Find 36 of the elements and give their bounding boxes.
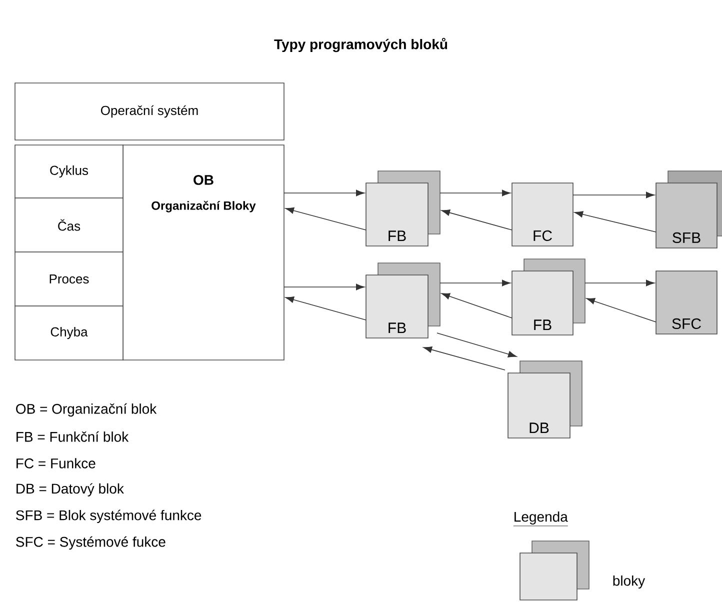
abbreviation-text: OB = Organizační blok: [16, 403, 157, 417]
arrow: [436, 332, 517, 358]
arrow: [423, 346, 506, 370]
system-box: Proces: [14, 252, 124, 306]
system-box: Čas: [14, 198, 124, 252]
system-box: Chyba: [14, 306, 124, 360]
program-block: SFC: [656, 270, 718, 334]
abbreviation-text: SFB = Blok systémové funkce: [16, 510, 202, 523]
program-block: FB: [366, 262, 440, 338]
abbreviation-text: SFC = Systémové fukce: [16, 536, 166, 550]
abbreviation-text: FB = Funkční blok: [16, 431, 129, 442]
program-block: DB: [508, 360, 582, 438]
program-block: FC: [512, 182, 574, 246]
abbreviation-text: FC = Funkce: [16, 458, 96, 468]
arrow: [285, 296, 366, 320]
program-block: FB: [366, 170, 440, 246]
arrow: [284, 284, 365, 290]
arrow: [572, 192, 655, 198]
arrow: [586, 298, 656, 322]
arrow: [440, 190, 511, 196]
system-box: Cyklus: [14, 144, 124, 198]
arrow: [284, 190, 365, 196]
program-block: SFB: [656, 170, 722, 248]
abbreviation-text: DB = Datový blok: [16, 483, 124, 496]
arrow: [574, 211, 656, 232]
program-block: FB: [512, 258, 586, 336]
arrow: [584, 280, 655, 286]
arrow: [285, 207, 366, 230]
arrow: [441, 209, 512, 230]
legend-heading: Legenda: [513, 511, 568, 526]
arrow: [441, 293, 512, 318]
title: Typy programových bloků: [274, 38, 448, 52]
system-box: Operační systém: [14, 82, 284, 140]
organization-block-box: OB Organizační Bloky: [122, 144, 284, 360]
legend-text: bloky: [613, 575, 646, 589]
arrow: [440, 280, 511, 286]
